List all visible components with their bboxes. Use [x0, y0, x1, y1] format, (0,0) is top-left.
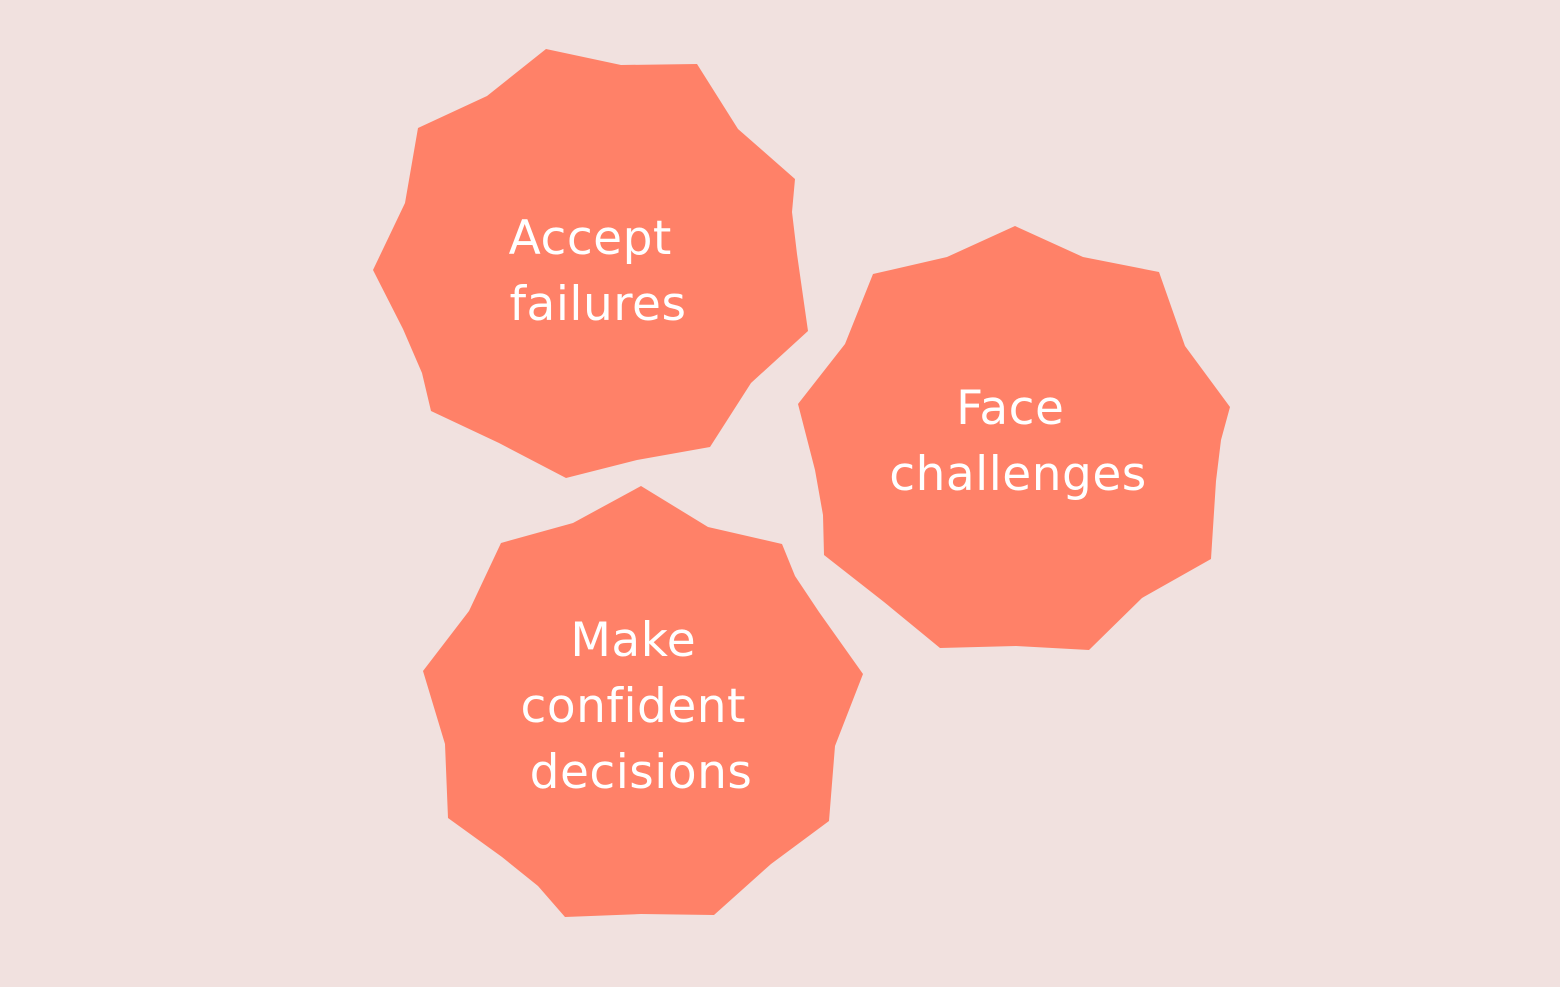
blob-face-challenges [798, 226, 1230, 650]
blob-accept-failures [373, 49, 808, 478]
label-line: failures [510, 277, 687, 332]
label-face-challenges: Face challenges [889, 381, 1147, 502]
label-line: challenges [889, 447, 1147, 502]
label-accept-failures: Accept failures [509, 211, 688, 332]
label-line: decisions [530, 745, 753, 800]
label-line: Make [570, 613, 696, 668]
label-line: Accept [509, 211, 672, 266]
shape-make-confident-decisions: Make confident decisions [423, 486, 863, 917]
shape-accept-failures: Accept failures [373, 49, 808, 478]
label-line: Face [956, 381, 1064, 436]
shape-face-challenges: Face challenges [798, 226, 1230, 650]
label-make-confident-decisions: Make confident decisions [521, 613, 762, 800]
label-line: confident [521, 679, 746, 734]
blob-make-confident-decisions [423, 486, 863, 917]
